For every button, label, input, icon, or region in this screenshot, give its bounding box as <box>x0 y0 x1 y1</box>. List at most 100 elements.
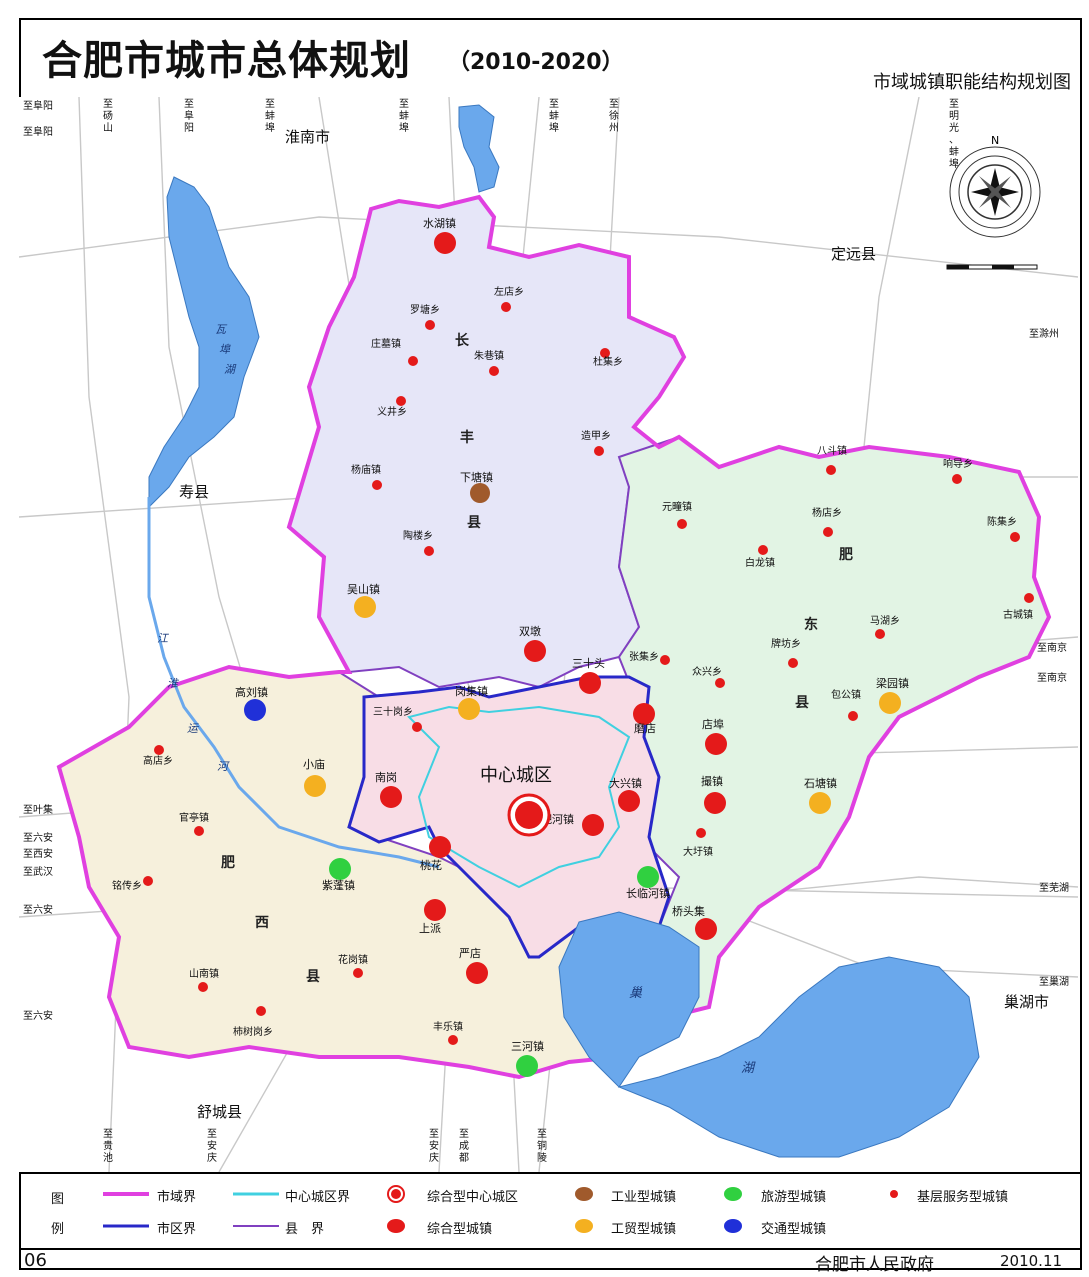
town-marker <box>618 790 640 812</box>
north-reservoir <box>458 104 500 193</box>
town-basic: 铭传乡 <box>112 876 153 892</box>
legend-industrial-symbol <box>575 1187 593 1201</box>
edge-label: 至明光、蚌埠 <box>949 98 959 170</box>
town-label: 双墩 <box>519 624 541 638</box>
town-label: 磨店 <box>634 721 656 735</box>
label-changfeng-2: 丰 <box>460 429 474 446</box>
edge-label: 至南京 <box>1037 641 1067 654</box>
town-basic: 杨庙镇 <box>351 463 382 490</box>
town-marker <box>434 232 456 254</box>
town-label: 石塘镇 <box>804 776 837 790</box>
town-marker <box>489 366 499 376</box>
town-label: 官亭镇 <box>179 811 209 824</box>
legend-center-symbol-inner <box>391 1189 401 1199</box>
town-marker <box>1010 532 1020 542</box>
town-label: 梁园镇 <box>876 676 909 690</box>
town-marker <box>579 672 601 694</box>
edge-label: 至巢湖 <box>1039 975 1069 988</box>
legend-label-industrial: 工业型城镇 <box>611 1190 677 1205</box>
town-marker <box>705 733 727 755</box>
town-marker <box>396 396 406 406</box>
town-basic: 古城镇 <box>1003 593 1034 621</box>
scale-bar <box>946 264 1038 270</box>
town-label: 杨店乡 <box>812 506 842 519</box>
municipal-border <box>56 194 1052 1080</box>
legend-tourism-symbol <box>724 1187 742 1201</box>
town-basic: 罗塘乡 <box>410 303 440 330</box>
town-comprehensive: 双墩 <box>519 624 546 662</box>
label-jh-3: 运 <box>187 722 200 735</box>
town-label: 花岗镇 <box>338 953 368 966</box>
legend-symbols <box>103 1185 898 1233</box>
town-marker <box>244 699 266 721</box>
town-marker <box>353 968 363 978</box>
map-legend: 图 例 市域界 中心城区界 综合型中心城区 工业型城镇 旅游型城镇 基层服务型城… <box>21 1172 1080 1252</box>
town-marker <box>429 836 451 858</box>
town-label: 八斗镇 <box>817 444 847 457</box>
town-comprehensive: 磨店 <box>633 703 656 735</box>
legend-label-center-symbol: 综合型中心城区 <box>427 1190 519 1205</box>
town-marker <box>380 786 402 808</box>
town-marker <box>879 692 901 714</box>
edge-label: 至徐州 <box>609 98 619 134</box>
label-feixi-2: 西 <box>255 915 269 931</box>
legend-trade-symbol <box>575 1219 593 1233</box>
town-basic: 陶楼乡 <box>403 529 434 556</box>
jianghuai-canal <box>147 497 440 869</box>
page-number: 06 <box>24 1250 47 1271</box>
town-marker <box>448 1035 458 1045</box>
town-basic: 高店乡 <box>143 745 173 767</box>
town-label: 南岗 <box>375 771 397 784</box>
town-markers: 水湖镇左店乡罗塘乡庄墓镇朱巷镇杜集乡义井乡造甲乡杨庙镇下塘镇陶楼乡吴山镇双墩三十… <box>112 216 1034 1077</box>
edge-label: 至六安 <box>23 903 53 916</box>
label-feixi-1: 肥 <box>221 855 235 871</box>
town-label: 三河镇 <box>511 1039 544 1053</box>
edge-label: 至六安 <box>23 831 53 844</box>
town-marker <box>704 792 726 814</box>
town-comprehensive: 撮镇 <box>701 774 726 814</box>
planning-map: 淮南市 定远县 寿县 巢湖市 舒城县 中心城区 长 丰 县 肥 东 县 肥 西 … <box>19 97 1078 1172</box>
town-marker <box>501 302 511 312</box>
issuer-name: 合肥市人民政府 <box>815 1255 934 1275</box>
town-label: 大兴镇 <box>609 776 642 790</box>
edge-label: 至西安 <box>23 847 53 860</box>
town-marker <box>823 527 833 537</box>
town-marker <box>633 703 655 725</box>
town-label: 左店乡 <box>494 285 524 298</box>
town-marker <box>952 474 962 484</box>
town-marker <box>424 546 434 556</box>
map-title: 合肥市城市总体规划 <box>42 38 411 84</box>
town-marker <box>470 483 490 503</box>
town-label: 水湖镇 <box>423 216 456 230</box>
label-chaohu-1: 巢 <box>629 986 643 1001</box>
label-shucheng: 舒城县 <box>197 1103 242 1121</box>
legend-label-center-border: 中心城区界 <box>285 1190 351 1205</box>
town-basic: 陈集乡 <box>987 515 1020 542</box>
town-basic: 丰乐镇 <box>433 1020 463 1045</box>
town-basic: 响导乡 <box>943 457 973 484</box>
label-feidong-1: 肥 <box>839 547 853 563</box>
town-label: 牌坊乡 <box>771 637 801 650</box>
county-labels: 长 丰 县 肥 东 县 肥 西 县 <box>221 332 853 985</box>
town-marker <box>758 545 768 555</box>
label-dingyuan: 定远县 <box>831 245 876 263</box>
town-marker <box>715 678 725 688</box>
town-marker <box>695 918 717 940</box>
town-transport: 高刘镇 <box>235 685 268 721</box>
town-comprehensive: 店埠 <box>702 717 727 755</box>
town-marker <box>154 745 164 755</box>
label-jh-2: 淮 <box>167 677 180 690</box>
label-changfeng-3: 县 <box>467 515 481 531</box>
town-trade: 小庙 <box>303 757 326 797</box>
town-basic: 大圩镇 <box>683 828 713 858</box>
legend-comprehensive-symbol <box>387 1219 405 1233</box>
town-marker <box>594 446 604 456</box>
town-marker <box>600 348 610 358</box>
town-marker <box>788 658 798 668</box>
town-marker <box>660 655 670 665</box>
label-changfeng-1: 长 <box>455 332 470 349</box>
label-feidong-3: 县 <box>795 695 809 711</box>
legend-label-basic: 基层服务型城镇 <box>917 1190 1009 1205</box>
town-label: 撮镇 <box>701 774 723 788</box>
edge-label: 至砀山 <box>103 98 113 134</box>
